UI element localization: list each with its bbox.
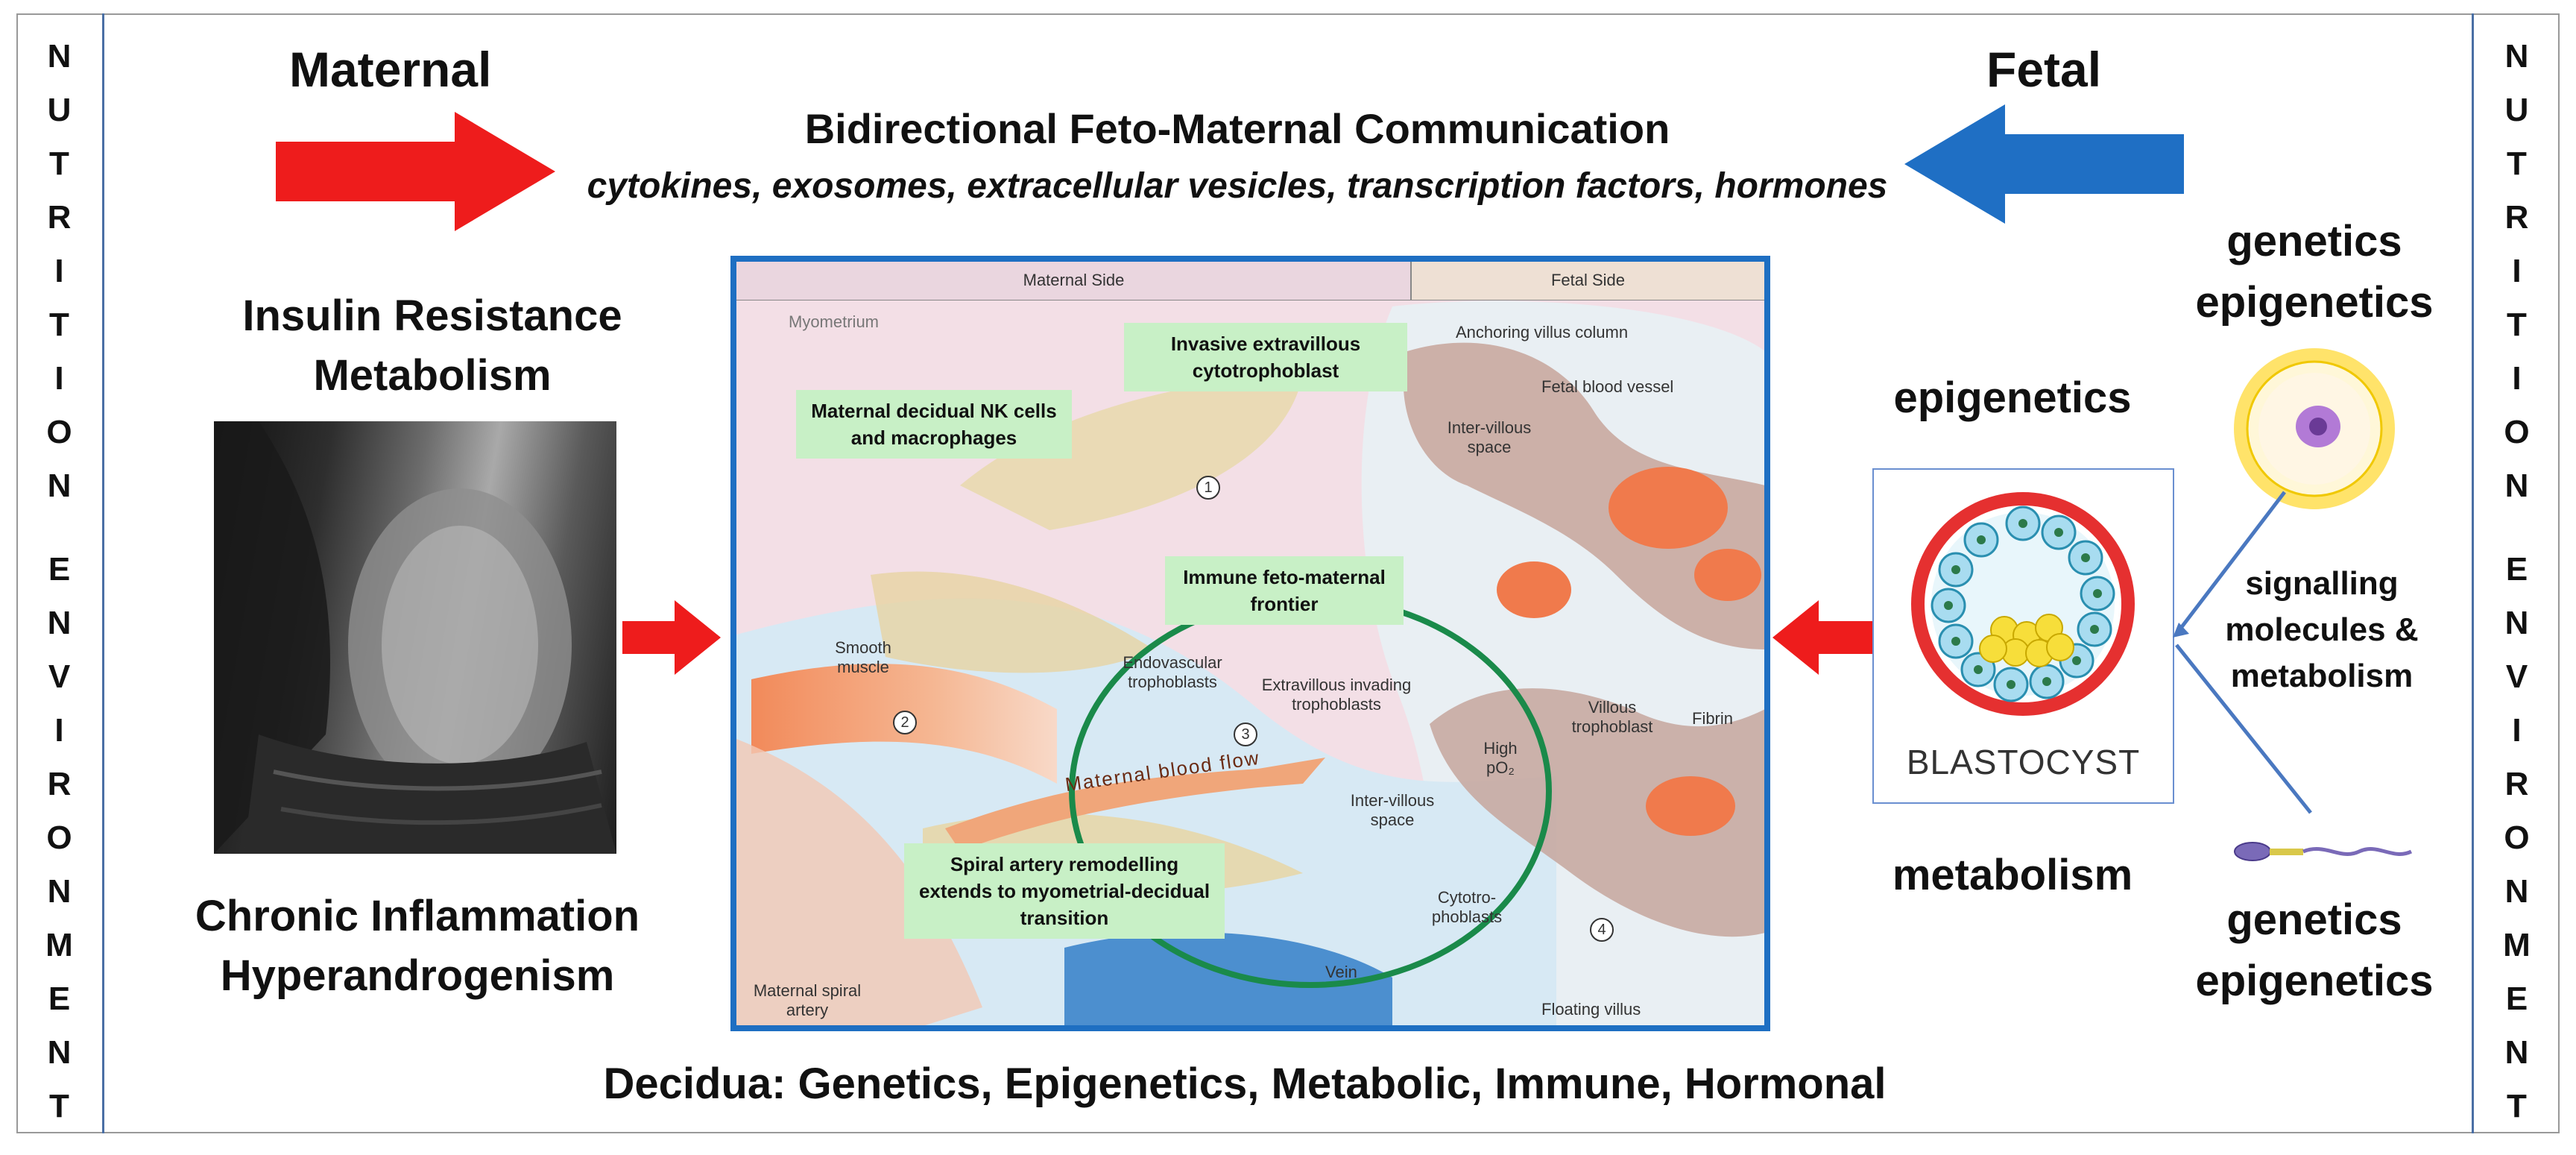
signalling-line2: molecules & [2225,611,2419,648]
fetal-blood-vessel-label: Fetal blood vessel [1541,377,1674,396]
blastocyst-to-center-arrow-icon [1772,600,1872,675]
side-letter: T [49,306,69,343]
side-letter: V [2505,658,2528,695]
side-letter: N [2504,468,2529,504]
side-letter: E [2505,981,2528,1017]
side-letter: I [54,712,64,749]
anchoring-villus-label: Anchoring villus column [1456,323,1629,342]
insulin-resistance-label: Insulin Resistance [242,292,622,340]
side-letter: N [47,873,72,910]
genetics-top-label: genetics [2226,217,2402,265]
side-letter: M [45,927,73,963]
metabolism-label-left: Metabolism [313,351,552,400]
side-letter: R [47,199,72,236]
side-letter: O [2504,819,2530,856]
side-letter: O [46,819,72,856]
side-letter: O [46,414,72,450]
smooth-muscle-label: Smooth muscle [835,638,891,676]
metabolism-right-label: metabolism [1892,851,2133,899]
hyperandrogenism-label: Hyperandrogenism [220,951,615,1000]
marker-4: 4 [1590,918,1614,942]
spiral-artery-box: Spiral artery remodelling extends to myo… [904,843,1225,939]
side-letter: N [47,605,72,641]
side-letter: N [2504,1034,2529,1071]
endovascular-label: Endovascular trophoblasts [1123,653,1222,691]
side-letter: U [47,92,72,128]
fetal-label: Fetal [1986,42,2102,97]
blastocyst-label: BLASTOCYST [1906,743,2141,781]
cytotrophoblasts-label: Cytotro-phoblasts [1431,888,1503,926]
maternal-side-header: Maternal Side [1023,271,1125,289]
left-to-center-arrow-icon [622,600,721,675]
side-letter: E [2505,551,2528,588]
side-letter: M [2503,927,2531,963]
myometrium-label: Myometrium [789,312,880,331]
side-letter: R [2504,199,2529,236]
side-letter: T [49,145,69,182]
placenta-illustration: Maternal Side Fetal Side Myometrium Anch… [730,256,1770,1031]
signalling-line1: signalling [2245,565,2399,602]
side-letter: N [47,468,72,504]
side-letter: T [49,1088,69,1124]
side-letter: E [48,981,71,1017]
signalling-line3: metabolism [2230,658,2414,694]
genetics-bottom-label: genetics [2226,896,2402,944]
signalling-connector-lines [2173,491,2312,814]
side-letter: N [47,38,72,75]
marker-2: 2 [893,711,917,734]
side-letter: I [2512,253,2522,289]
side-letter: E [48,551,71,588]
side-letter: T [2507,306,2527,343]
fibrin-label: Fibrin [1692,709,1734,728]
side-letter: V [48,658,71,695]
marker-1: 1 [1196,476,1220,500]
epigenetics-top-label: epigenetics [2195,278,2434,327]
sperm-icon [2234,842,2413,861]
maternal-spiral-artery-label: Maternal spiral artery [753,981,862,1019]
epigenetics-middle-label: epigenetics [1893,374,2132,422]
maternal-arrow-icon [276,112,555,231]
intervillous-space-top-label: Inter-villous space [1447,418,1532,456]
maternal-label: Maternal [289,42,492,97]
side-letter: U [2504,92,2529,128]
marker-3: 3 [1234,723,1257,746]
side-letter: I [54,360,64,397]
side-letter: N [2504,873,2529,910]
oocyte-icon [2234,348,2395,509]
side-letter: I [2512,360,2522,397]
decidua-footer: Decidua: Genetics, Epigenetics, Metaboli… [603,1060,1887,1108]
side-letter: I [54,253,64,289]
side-letter: N [47,1034,72,1071]
vein-label: Vein [1325,963,1357,981]
villous-trophoblast-label: Villous trophoblast [1571,698,1653,736]
side-letter: R [47,766,72,802]
side-letter: N [2504,605,2529,641]
diagram-title: Bidirectional Feto-Maternal Communicatio… [804,105,1670,152]
fetal-arrow-icon [1904,104,2184,224]
intervillous-space-bottom-label: Inter-villous space [1350,791,1435,829]
pregnant-woman-photo [214,421,616,854]
side-letter: T [2507,145,2527,182]
invasive-extravillous-box: Invasive extravillous cytotrophoblast [1124,323,1407,391]
immune-frontier-box: Immune feto-maternal frontier [1165,556,1404,625]
diagram-subtitle: cytokines, exosomes, extracellular vesic… [587,166,1888,206]
outer-frame [16,13,2560,1133]
side-letter: T [2507,1088,2527,1124]
side-letter: O [2504,414,2530,450]
side-letter: I [2512,712,2522,749]
floating-villus-label: Floating villus [1541,1000,1641,1019]
side-letter: N [2504,38,2529,75]
side-letter: R [2504,766,2529,802]
chronic-inflammation-label: Chronic Inflammation [195,892,640,940]
blastocyst-box: BLASTOCYST [1872,468,2174,804]
maternal-nk-box: Maternal decidual NK cells and macrophag… [796,390,1072,459]
extravillous-invading-label: Extravillous invading trophoblasts [1261,676,1412,714]
high-po2-label: High pO₂ [1483,739,1518,777]
fetal-side-header: Fetal Side [1550,271,1626,289]
epigenetics-bottom-label: epigenetics [2195,957,2434,1005]
